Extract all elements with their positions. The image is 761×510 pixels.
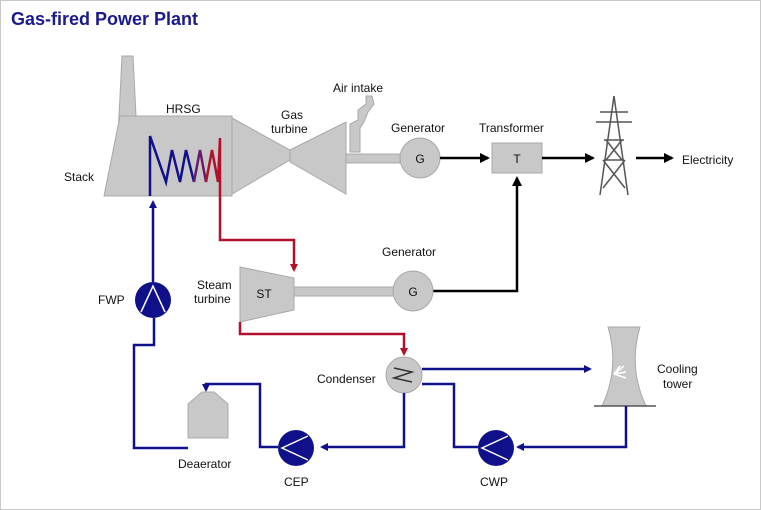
- label-generator-bottom: Generator: [382, 245, 436, 259]
- generator-bottom: [392, 270, 434, 312]
- gas-turbine-shaft: [345, 153, 401, 164]
- air-intake: [349, 95, 375, 153]
- label-gas-turbine-1: Gas: [281, 108, 303, 122]
- water-line-deaerator-fwp: [132, 318, 188, 450]
- transmission-tower: [596, 95, 632, 196]
- condenser-coil: [391, 367, 415, 383]
- label-steam-turbine-2: turbine: [194, 292, 231, 306]
- water-line-cwp-condenser: [422, 382, 480, 449]
- power-line-gen2-transformer: [433, 176, 522, 293]
- steam-turbine: [239, 266, 295, 323]
- water-line-cep-deaerator: [202, 382, 278, 449]
- label-fwp: FWP: [98, 293, 125, 307]
- water-line-condenser-cep: [320, 393, 406, 451]
- cooling-tower-spray-icon: [613, 365, 627, 379]
- label-generator-bottom-symbol: G: [408, 285, 417, 299]
- hrsg-coil-purple: [192, 149, 208, 183]
- deaerator: [187, 391, 229, 439]
- label-steam-turbine-symbol: ST: [256, 287, 272, 301]
- label-cooling-tower-1: Cooling: [657, 362, 698, 376]
- water-line-tower-cwp: [516, 406, 628, 451]
- label-stack: Stack: [64, 170, 95, 184]
- hrsg-body: [103, 115, 233, 197]
- hrsg-coil-blue: [148, 135, 196, 196]
- fwp-pump: [135, 282, 171, 318]
- label-hrsg: HRSG: [166, 102, 201, 116]
- label-steam-turbine-1: Steam: [197, 278, 232, 292]
- label-gas-turbine-2: turbine: [271, 122, 308, 136]
- gas-turbine-compressor: [289, 121, 347, 195]
- label-cep: CEP: [284, 475, 309, 489]
- label-generator-top-symbol: G: [415, 152, 424, 166]
- label-air-intake: Air intake: [333, 81, 383, 95]
- steam-line-st-condenser: [238, 322, 408, 356]
- label-condenser: Condenser: [317, 372, 376, 386]
- label-cooling-tower-2: tower: [663, 377, 692, 391]
- label-cwp: CWP: [480, 475, 508, 489]
- steam-line-hrsg-st: [218, 196, 298, 272]
- steam-turbine-shaft: [293, 286, 395, 297]
- cep-pump: [278, 430, 314, 466]
- cwp-pump: [478, 430, 514, 466]
- label-electricity: Electricity: [682, 153, 733, 167]
- diagram-title: Gas-fired Power Plant: [11, 9, 199, 29]
- hrsg-coil-red: [204, 137, 222, 196]
- label-generator-top: Generator: [391, 121, 445, 135]
- label-deaerator: Deaerator: [178, 457, 231, 471]
- label-transformer: Transformer: [479, 121, 544, 135]
- label-transformer-symbol: T: [513, 152, 521, 166]
